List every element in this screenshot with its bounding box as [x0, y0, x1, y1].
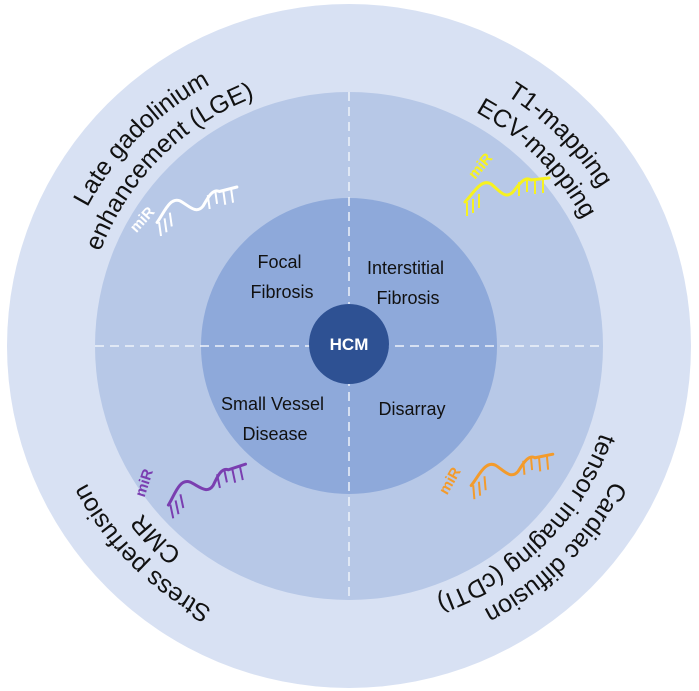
mir-top-left-strand	[155, 185, 239, 224]
mir-bottom-right-strand	[469, 452, 555, 487]
mir-top-left-tick	[214, 189, 219, 205]
mir-bottom-right-tick	[477, 481, 482, 496]
mir-top-left-tick	[163, 218, 168, 233]
mir-bottom-left-tick	[231, 468, 237, 483]
quadrant-label-bottom-right: Disarray	[378, 399, 445, 419]
mir-bottom-right-tick	[522, 460, 526, 475]
mir-bottom-right-tick	[538, 457, 542, 472]
mir-top-left-tick	[168, 212, 173, 227]
mir-bottom-left-tick	[216, 474, 221, 489]
core-circle	[309, 304, 389, 384]
core-label: HCM	[330, 335, 369, 354]
mir-top-left-tick	[230, 188, 235, 203]
mir-bottom-left-tick	[238, 466, 244, 481]
mir-bottom-right-tick	[472, 485, 476, 500]
mir-top-right-strand	[463, 176, 551, 204]
mir-bottom-left-strand	[166, 462, 248, 507]
mir-bottom-right-tick	[529, 456, 534, 471]
mir-bottom-right-tick	[545, 455, 550, 470]
quadrant-label-bottom-left: Small Vessel Disease	[221, 394, 329, 444]
mir-top-left-tick	[206, 194, 211, 210]
quadrant-label-top-left: Focal Fibrosis	[250, 252, 313, 302]
mir-top-left-tick	[158, 222, 162, 237]
mir-bottom-left-tick	[179, 494, 185, 509]
mir-bottom-left-tick	[223, 468, 228, 483]
mir-top-left-tick	[222, 190, 227, 205]
quadrant-label-top-right: Interstitial Fibrosis	[367, 258, 449, 308]
mir-bottom-left-tick	[169, 504, 175, 519]
mir-bottom-right-tick	[483, 476, 487, 491]
mir-bottom-left-tick	[174, 500, 180, 515]
